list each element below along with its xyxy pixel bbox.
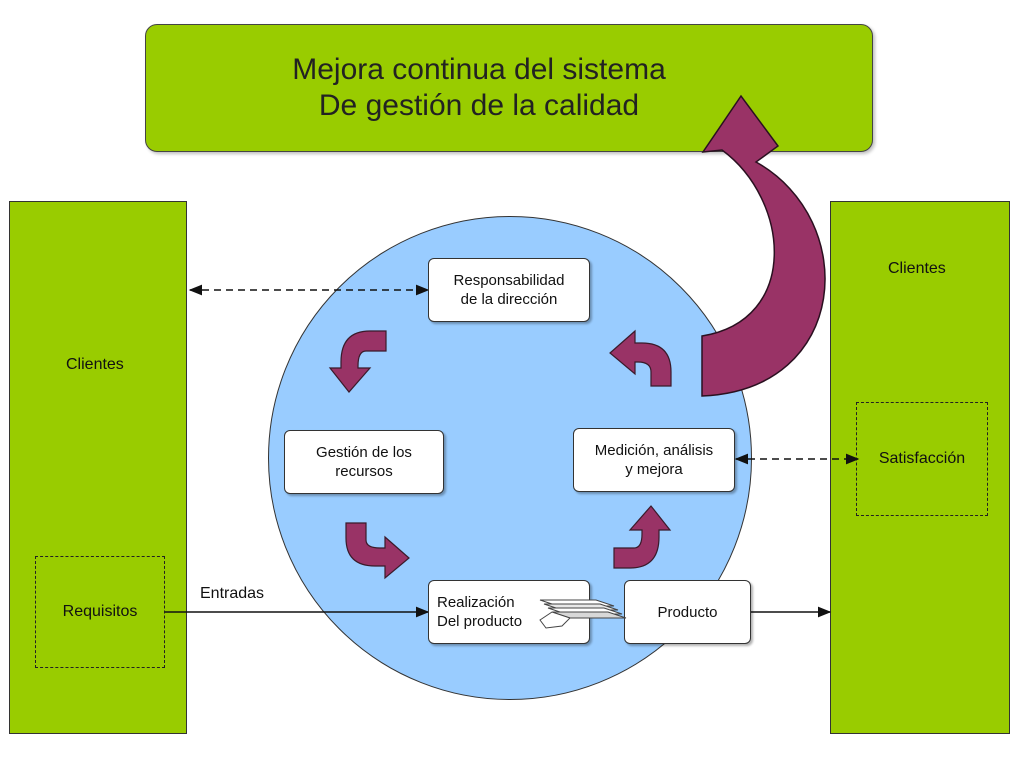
resources-line-2: recursos — [335, 463, 393, 480]
product-realization-node: Realización Del producto — [428, 580, 590, 644]
resource-management-node: Gestión de los recursos — [284, 430, 444, 494]
customers-right-label: Clientes — [888, 260, 946, 277]
requirements-box: Requisitos — [35, 556, 165, 668]
satisfaction-label: Satisfacción — [878, 450, 966, 467]
banner-line-2: De gestión de la calidad — [318, 89, 640, 122]
realization-line-1: Realización — [437, 594, 515, 611]
management-line-2: de la dirección — [460, 291, 558, 308]
resources-line-1: Gestión de los — [316, 444, 412, 461]
continuous-improvement-banner: Mejora continua del sistema De gestión d… — [145, 24, 873, 152]
customers-left-column — [9, 201, 187, 734]
measurement-analysis-node: Medición, análisis y mejora — [573, 428, 735, 492]
product-node: Producto — [624, 580, 751, 644]
customers-right-column — [830, 201, 1010, 734]
management-responsibility-node: Responsabilidad de la dirección — [428, 258, 590, 322]
customers-left-label: Clientes — [66, 356, 124, 373]
measurement-line-1: Medición, análisis — [594, 442, 714, 459]
satisfaction-box: Satisfacción — [856, 402, 988, 516]
requirements-label: Requisitos — [62, 603, 138, 620]
banner-line-1: Mejora continua del sistema — [292, 53, 666, 86]
measurement-line-2: y mejora — [625, 461, 683, 478]
realization-line-2: Del producto — [437, 613, 523, 630]
management-line-1: Responsabilidad — [453, 272, 565, 289]
inputs-label: Entradas — [200, 585, 265, 602]
product-label: Producto — [657, 603, 718, 621]
